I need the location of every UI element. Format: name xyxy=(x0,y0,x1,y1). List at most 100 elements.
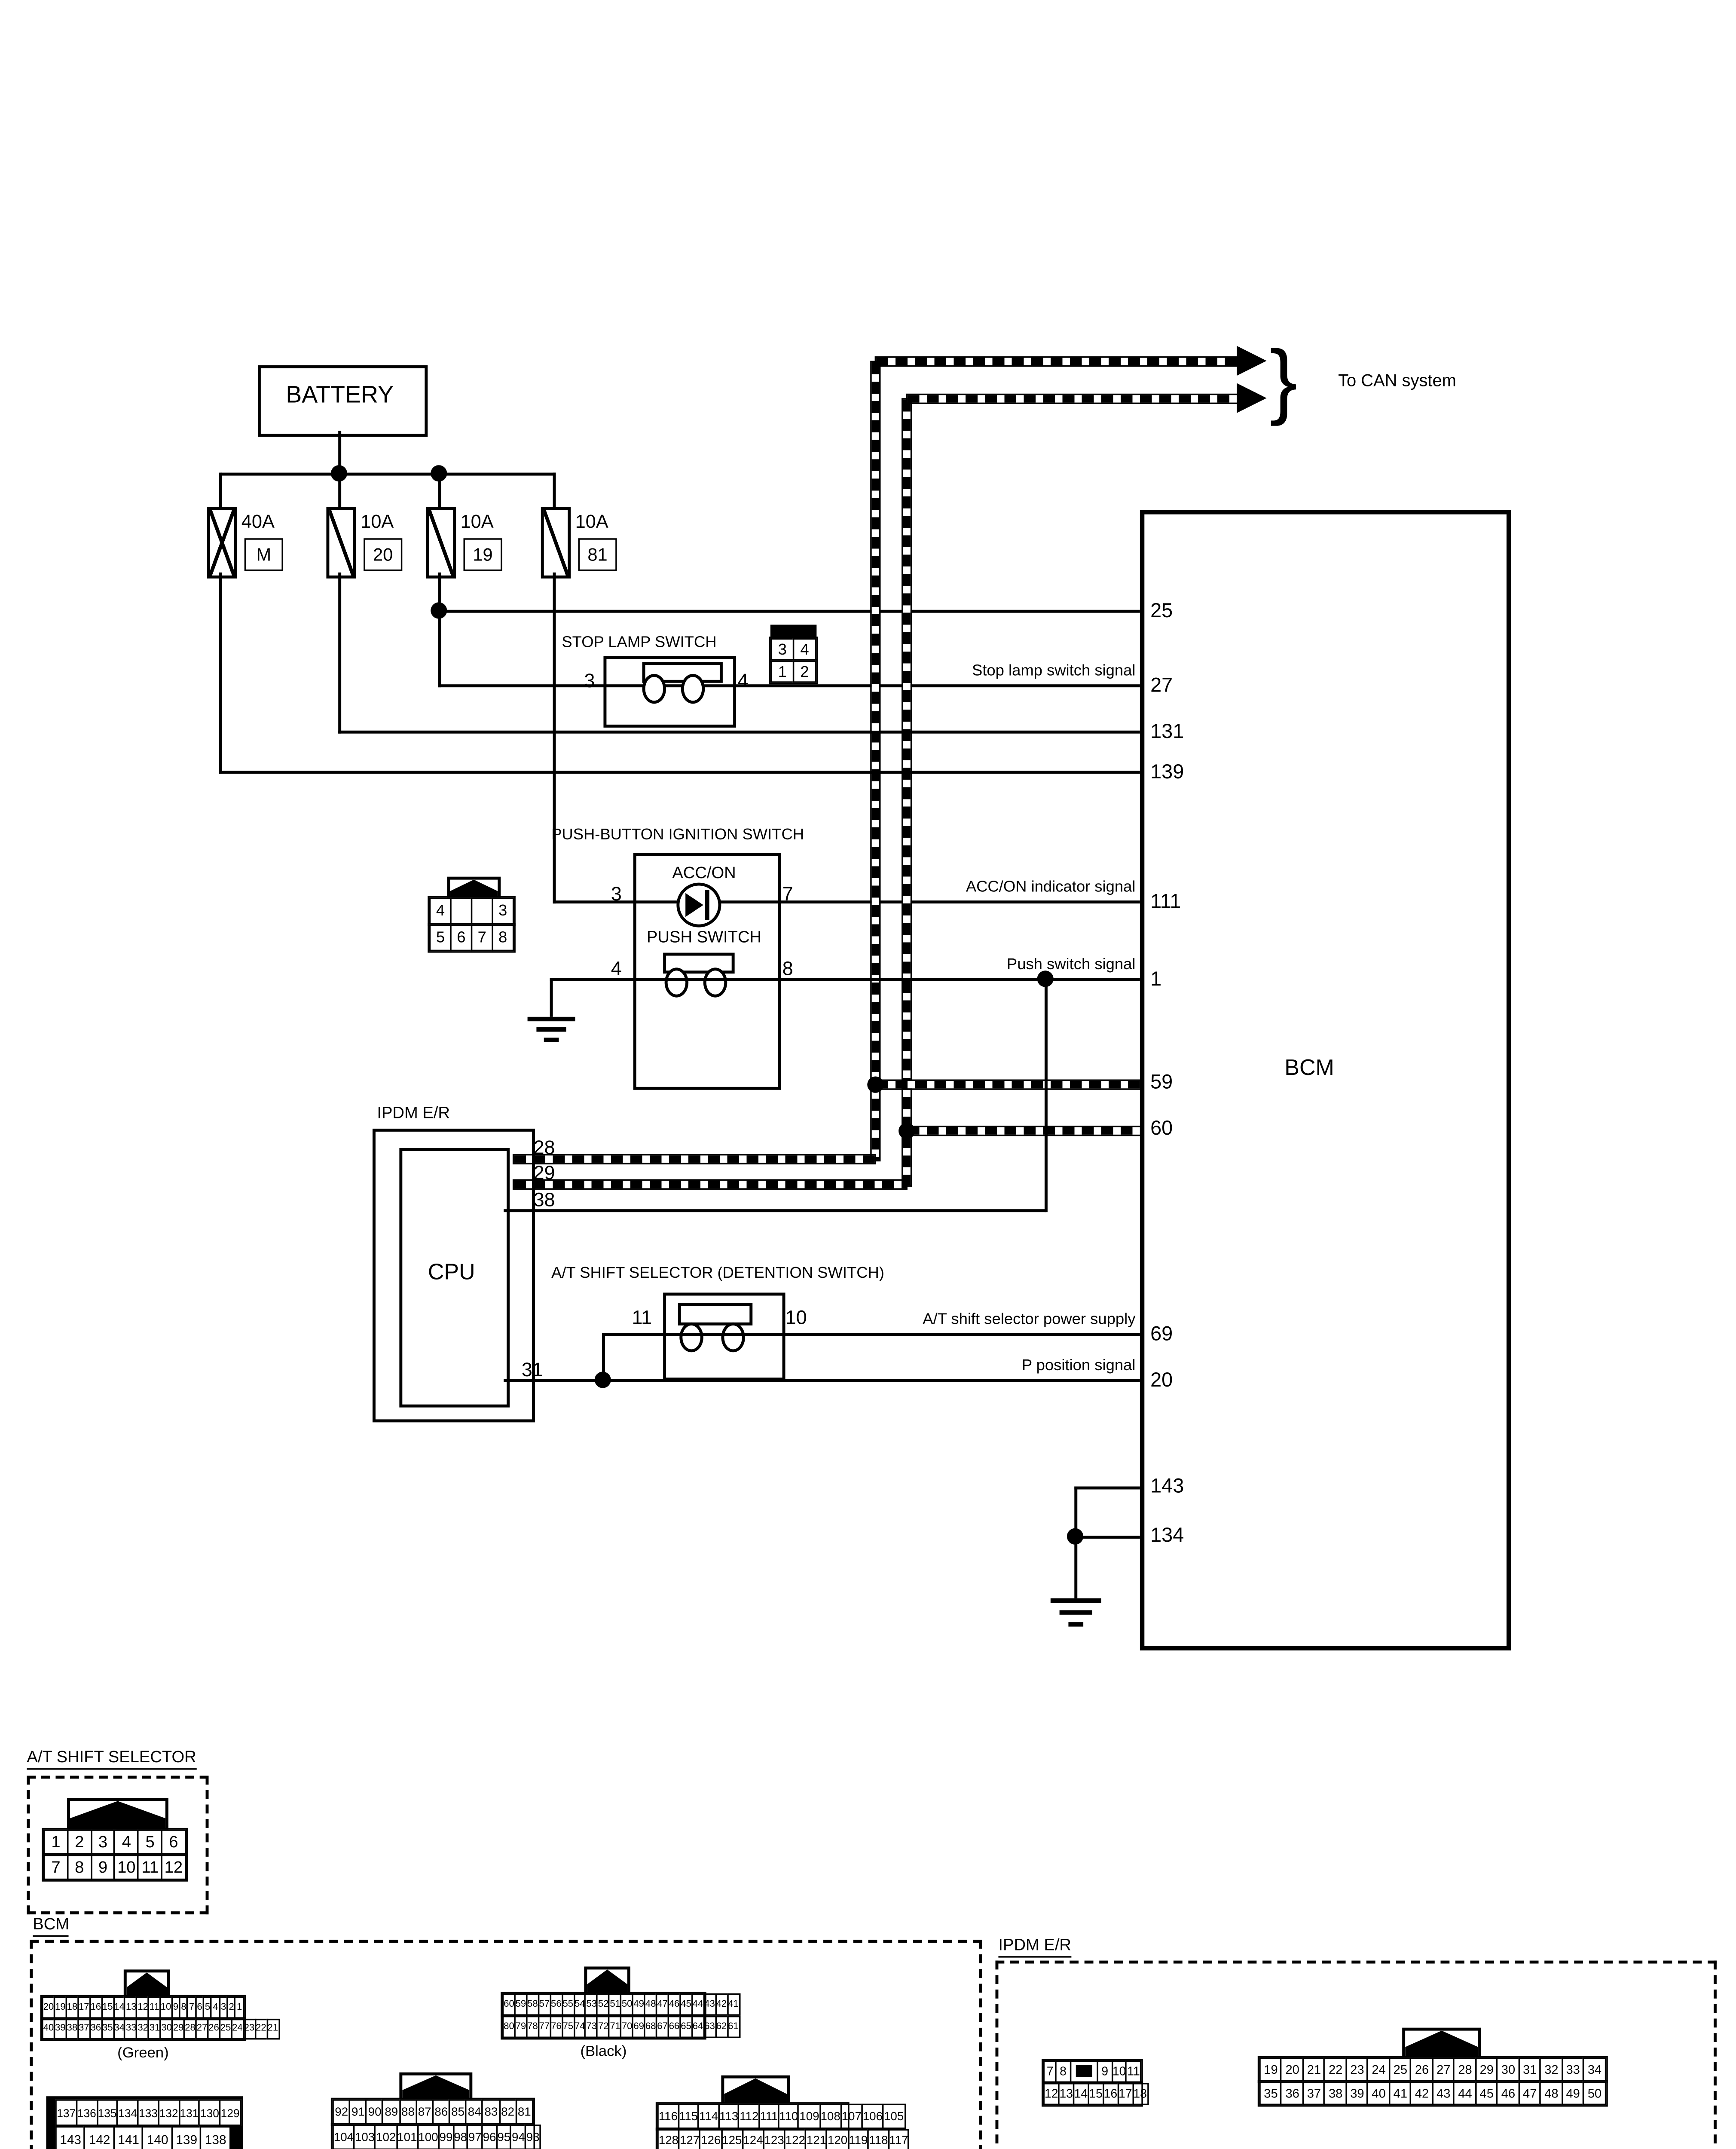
pin-cell: 32 xyxy=(1540,2057,1563,2082)
ipdm-pin-label: 29 xyxy=(533,1161,555,1184)
connector-color-caption: (Green) xyxy=(117,2045,169,2062)
bcm-box xyxy=(1140,510,1511,1651)
acc-on-label: ACC/ON xyxy=(672,864,736,883)
can-wire xyxy=(906,1126,1142,1136)
wire xyxy=(219,572,222,774)
pin-cell: 50 xyxy=(1583,2081,1607,2106)
wire xyxy=(438,684,1140,688)
pin-cell: 141 xyxy=(113,2126,144,2149)
pin-cell: 35 xyxy=(101,2018,115,2040)
junction-dot xyxy=(594,1371,611,1388)
pin-cell: 43 xyxy=(703,1993,717,2016)
pin-cell: 22 xyxy=(254,2018,268,2040)
pin-cell: 109 xyxy=(798,2103,821,2128)
pin-cell: 14 xyxy=(1073,2083,1089,2106)
pin-cell: 98 xyxy=(452,2125,469,2149)
pin-cell: 6 xyxy=(450,924,473,952)
can-wire xyxy=(512,1154,877,1165)
pin-cell: 17 xyxy=(77,1996,91,2018)
pin-cell: 8 xyxy=(67,1855,92,1880)
pin-cell: 2 xyxy=(792,660,817,683)
pin-cell: 77 xyxy=(538,2015,551,2038)
fuse-rating: 40A xyxy=(241,511,275,533)
pin-label: 3 xyxy=(584,669,595,692)
pin-cell: 47 xyxy=(1518,2081,1542,2106)
wire xyxy=(553,572,556,904)
pin-cell: 21 xyxy=(1302,2057,1326,2082)
wire xyxy=(553,472,556,508)
pin-cell: 34 xyxy=(1583,2057,1607,2082)
pin-label: 4 xyxy=(611,957,622,980)
switch-contact xyxy=(679,1322,703,1353)
pin-cell: 54 xyxy=(573,1993,587,2016)
pin-cell: 112 xyxy=(738,2103,760,2128)
pin-cell: 114 xyxy=(697,2103,720,2128)
pin-cell: 80 xyxy=(502,2015,516,2038)
push-switch-label: PUSH SWITCH xyxy=(647,929,762,947)
pin-cell: 83 xyxy=(482,2099,501,2125)
pin-cell: 4 xyxy=(792,638,817,661)
at-selector-section-box xyxy=(27,1776,209,1915)
fuse-rating: 10A xyxy=(361,511,394,533)
connector-key-icon xyxy=(1402,2027,1481,2063)
pin-cell: 11 xyxy=(1125,2060,1142,2083)
pin-cell: 143 xyxy=(55,2126,86,2149)
pin-cell: 111 xyxy=(758,2103,779,2128)
pin-cell: 82 xyxy=(498,2099,517,2125)
pin-cell: 12 xyxy=(1043,2083,1060,2106)
pin-cell: 56 xyxy=(549,1993,563,2016)
pin-cell xyxy=(450,897,473,924)
pin-cell: 92 xyxy=(332,2099,351,2125)
pin-cell: 15 xyxy=(1087,2083,1104,2106)
pin-cell: 39 xyxy=(53,2018,67,2040)
pin-cell: 25 xyxy=(219,2018,232,2040)
fuse-rating: 10A xyxy=(460,511,494,533)
pin-cell: 142 xyxy=(84,2126,115,2149)
cpu-label: CPU xyxy=(428,1260,475,1286)
ground-icon xyxy=(1050,1598,1101,1602)
pin-cell: 32 xyxy=(136,2018,150,2040)
pin-label: 7 xyxy=(782,882,793,905)
led-icon xyxy=(676,882,721,928)
wire xyxy=(504,1379,1140,1382)
pin-cell: 108 xyxy=(819,2103,842,2128)
ipdm-pin-label: 38 xyxy=(533,1188,555,1211)
wire xyxy=(1074,1535,1140,1539)
ground-icon xyxy=(527,1016,575,1021)
pin-cell: 41 xyxy=(1388,2081,1412,2106)
pin-cell: 105 xyxy=(882,2103,905,2128)
pin-cell: 96 xyxy=(481,2125,498,2149)
fuse-id: M xyxy=(244,538,283,571)
ground-icon xyxy=(536,1027,566,1031)
wire xyxy=(550,978,553,1017)
pin-cell: 39 xyxy=(1345,2081,1369,2106)
brace-icon: } xyxy=(1269,332,1298,427)
bcm-pin: 111 xyxy=(1150,890,1181,912)
bcm-pin: 139 xyxy=(1150,760,1184,783)
bcm-pin: 20 xyxy=(1150,1368,1173,1391)
bcm-pin: 143 xyxy=(1150,1474,1184,1497)
pin-cell: 123 xyxy=(763,2128,786,2149)
pin-cell: 15 xyxy=(101,1996,115,2018)
wire xyxy=(220,472,556,476)
pin-cell: 41 xyxy=(726,1993,740,2016)
pin-cell: 136 xyxy=(75,2099,98,2126)
pin-cell: 66 xyxy=(667,2015,681,2038)
bcm-pin: 1 xyxy=(1150,967,1162,990)
pin-cell: 13 xyxy=(1057,2083,1075,2106)
pin-cell: 36 xyxy=(1281,2081,1304,2106)
pin-cell: 62 xyxy=(715,2015,728,2038)
fuse-id: 20 xyxy=(364,538,403,571)
junction-dot xyxy=(867,1076,884,1093)
detention-switch-box xyxy=(663,1292,785,1381)
wire xyxy=(602,1333,605,1382)
wire xyxy=(338,431,342,474)
